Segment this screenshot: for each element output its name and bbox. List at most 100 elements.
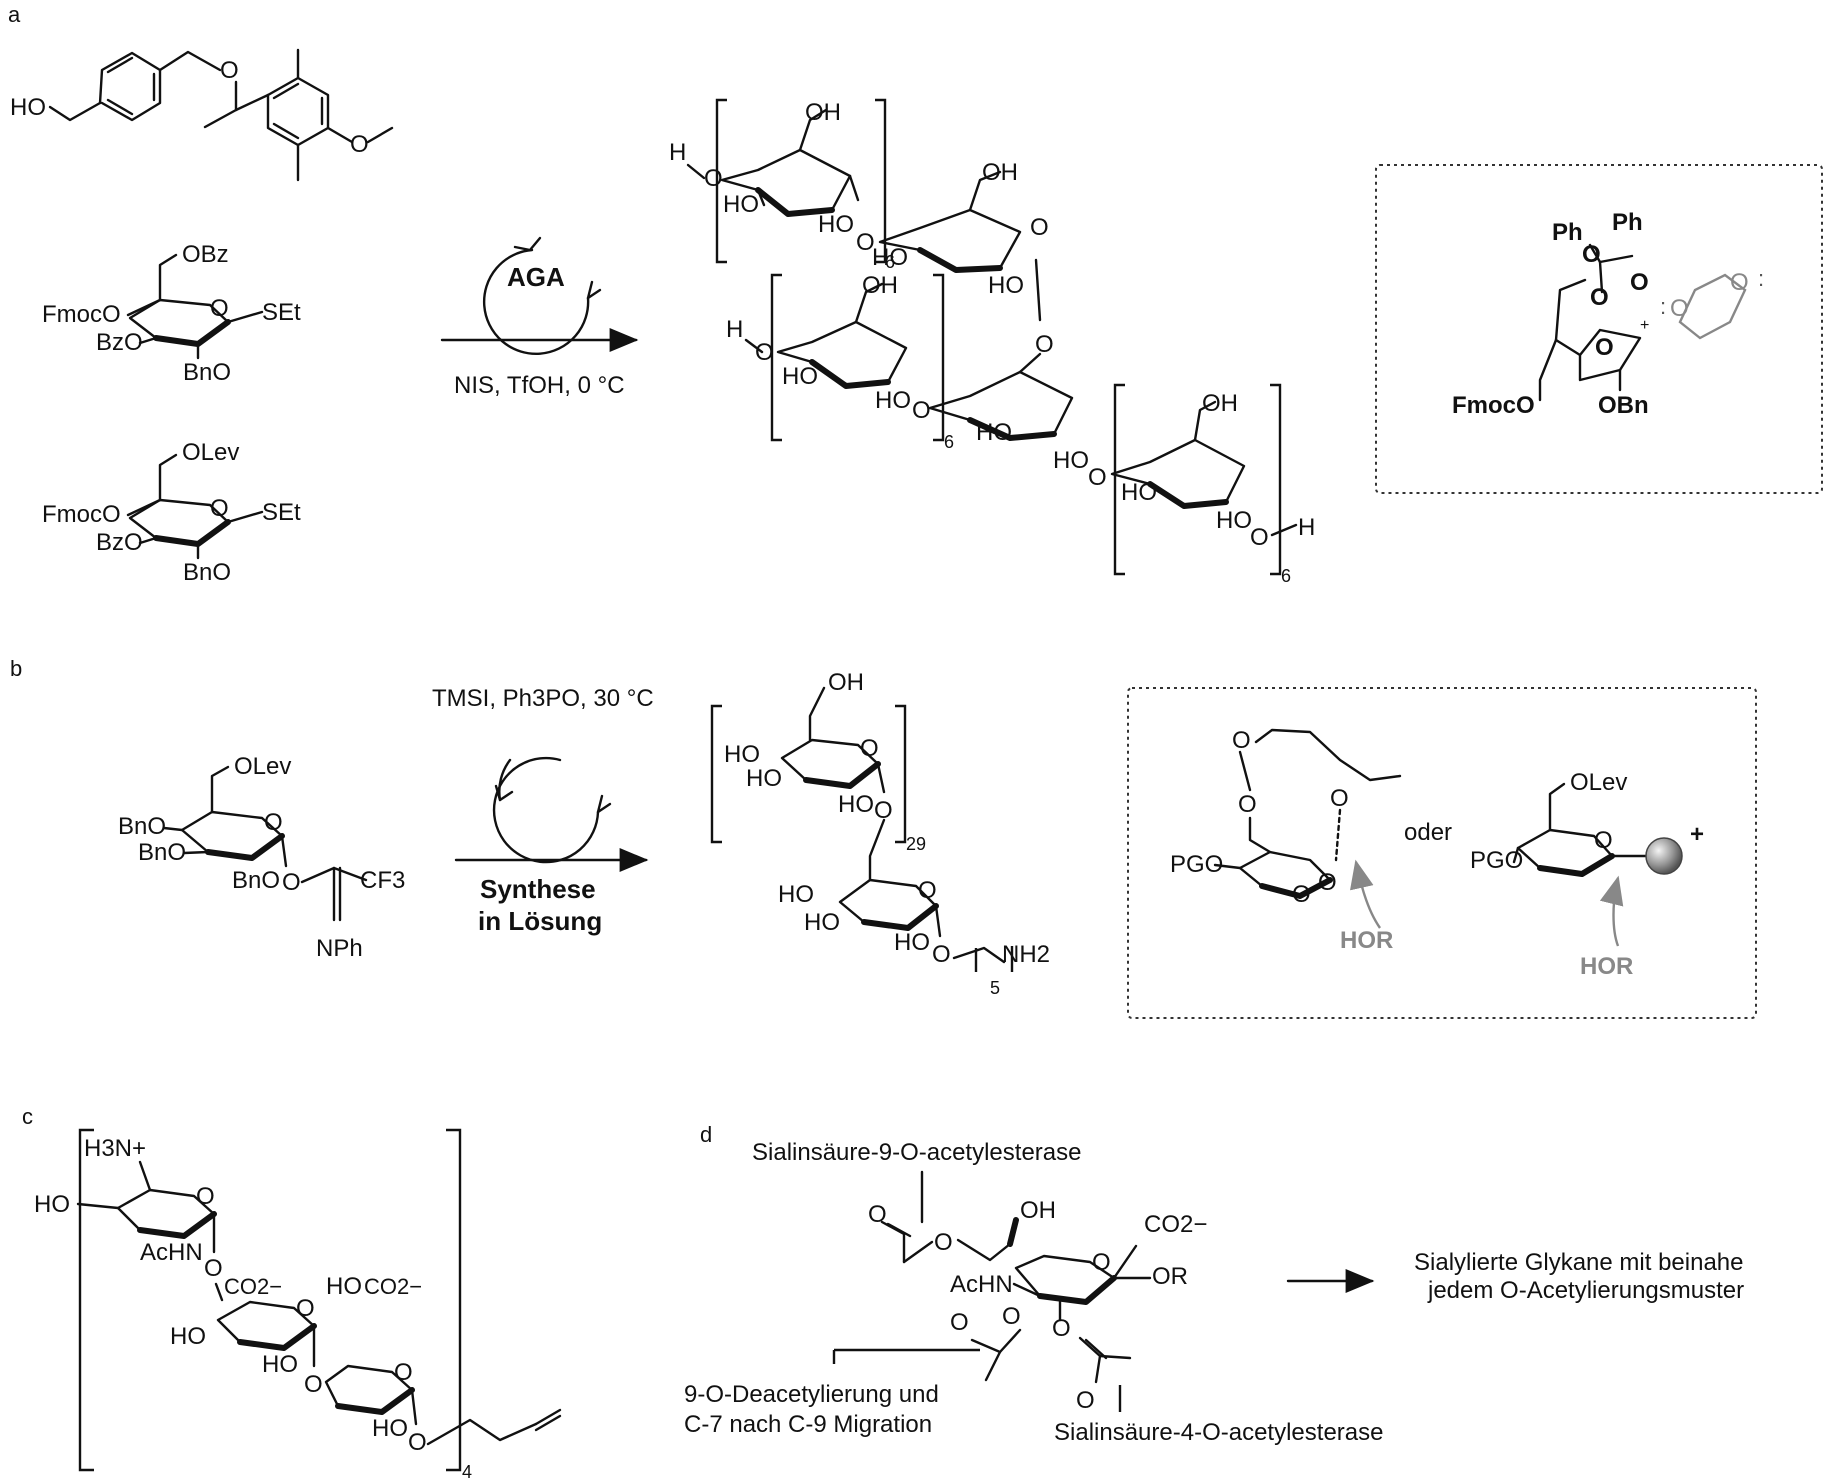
svg-text:HO: HO <box>10 94 46 121</box>
svg-text:BzO: BzO <box>96 329 143 356</box>
svg-text:HO: HO <box>326 1273 362 1300</box>
migration-text-1: 9-O-Deacetylierung und <box>684 1381 939 1408</box>
svg-text:O: O <box>932 941 951 968</box>
svg-text:HOR: HOR <box>1580 953 1633 980</box>
svg-text:O: O <box>934 1229 953 1256</box>
svg-text:BnO: BnO <box>118 813 166 840</box>
svg-text:6: 6 <box>1281 566 1291 586</box>
result-text-1: Sialylierte Glykane mit beinahe <box>1414 1249 1744 1276</box>
svg-text:O: O <box>296 1295 315 1322</box>
svg-text:HO: HO <box>838 791 874 818</box>
svg-text:O: O <box>282 869 301 896</box>
svg-text:O: O <box>1594 827 1613 854</box>
svg-text:OR: OR <box>1152 1263 1188 1290</box>
svg-text:O: O <box>204 1255 223 1282</box>
svg-text:O: O <box>755 339 774 366</box>
enzyme-4-o-label: Sialinsäure-4-O-acetylesterase <box>1054 1419 1383 1446</box>
svg-text:O: O <box>264 809 283 836</box>
svg-text:OLev: OLev <box>234 753 291 780</box>
svg-text:SEt: SEt <box>262 299 301 326</box>
acetylated-sialic-acid: O O OH O CO2− OR AcHN O O O O <box>868 1170 1207 1414</box>
svg-text:CF3: CF3 <box>360 867 405 894</box>
svg-text:O: O <box>1250 524 1269 551</box>
svg-text:O: O <box>918 877 937 904</box>
svg-text:O: O <box>1590 284 1609 311</box>
svg-text:HO: HO <box>1053 447 1089 474</box>
svg-text:O: O <box>856 229 875 256</box>
svg-text:BnO: BnO <box>183 359 231 386</box>
svg-text:O: O <box>1330 785 1349 812</box>
svg-text:FmocO: FmocO <box>42 301 121 328</box>
svg-text:HO: HO <box>818 211 854 238</box>
svg-text:O: O <box>1232 727 1251 754</box>
inset-box-b <box>1127 687 1757 1019</box>
svg-text:CO2−: CO2− <box>224 1274 282 1299</box>
svg-text:H: H <box>726 316 743 343</box>
svg-text:O: O <box>1238 791 1257 818</box>
svg-text:HO: HO <box>875 387 911 414</box>
svg-text:O: O <box>1092 1249 1111 1276</box>
svg-text:BzO: BzO <box>96 529 143 556</box>
svg-text:O: O <box>1595 334 1614 361</box>
svg-text:CO2−: CO2− <box>364 1274 422 1299</box>
svg-text:4: 4 <box>462 1462 472 1482</box>
svg-text:HOR: HOR <box>1340 927 1393 954</box>
svg-text:HO: HO <box>988 272 1024 299</box>
svg-text:NPh: NPh <box>316 935 363 962</box>
svg-text:Ph: Ph <box>1552 219 1583 246</box>
svg-text:O: O <box>1730 269 1749 296</box>
svg-text:O: O <box>196 1183 215 1210</box>
svg-text:HO: HO <box>976 419 1012 446</box>
aga-reaction-arrow: AGA NIS, TfOH, 0 °C <box>440 236 639 399</box>
svg-text:AcHN: AcHN <box>950 1271 1013 1298</box>
svg-text:HO: HO <box>34 1191 70 1218</box>
inset-box-a <box>1375 164 1823 494</box>
svg-text:H3N+: H3N+ <box>84 1135 146 1162</box>
svg-text:HO: HO <box>782 363 818 390</box>
svg-text:O: O <box>1318 869 1337 896</box>
svg-text:oder: oder <box>1404 819 1452 846</box>
svg-text:FmocO: FmocO <box>1452 392 1535 419</box>
svg-text:OH: OH <box>1020 1197 1056 1224</box>
svg-text:Ph: Ph <box>1612 209 1643 236</box>
svg-text:OBz: OBz <box>182 241 229 268</box>
svg-text:HO: HO <box>724 741 760 768</box>
svg-text:O: O <box>1076 1387 1095 1414</box>
svg-text:HO: HO <box>170 1323 206 1350</box>
dioxolenium-intermediate: Ph Ph O O O O + FmocO OBn O O : : <box>1452 209 1764 419</box>
levulinoyl-participation-intermediates: O O O O O PGO HOR oder OLev O PGO + HOR <box>1170 727 1704 980</box>
svg-text:OH: OH <box>805 99 841 126</box>
svg-text:O: O <box>1582 241 1601 268</box>
svg-text:O: O <box>210 295 229 322</box>
svg-text:O: O <box>408 1429 427 1456</box>
svg-text:HO: HO <box>1216 507 1252 534</box>
svg-text:O: O <box>1002 1303 1021 1330</box>
panel-a-label: a <box>8 2 21 27</box>
svg-text:HO: HO <box>1121 479 1157 506</box>
glycosyl-imidate-donor: OLev O BnO BnO BnO O CF3 NPh <box>118 753 405 962</box>
svg-text:+: + <box>1690 821 1704 848</box>
svg-text:O: O <box>1088 464 1107 491</box>
svg-text:O: O <box>1052 1315 1071 1342</box>
photolabile-linker-structure: HO O O <box>10 48 394 182</box>
svg-text:O: O <box>874 797 893 824</box>
svg-text:OLev: OLev <box>1570 769 1627 796</box>
migration-text-2: C-7 nach C-9 Migration <box>684 1411 932 1438</box>
svg-text:HO: HO <box>804 909 840 936</box>
svg-text:AGA: AGA <box>507 262 565 292</box>
branched-glucan-product: H O OH HO HO O 6 O OH HO HO O H O OH HO … <box>669 98 1315 586</box>
svg-text:OBn: OBn <box>1598 392 1649 419</box>
svg-text:O: O <box>220 57 239 84</box>
svg-text:O: O <box>912 397 931 424</box>
svg-text:OH: OH <box>982 159 1018 186</box>
panel-c-label: c <box>22 1104 33 1129</box>
svg-text:AcHN: AcHN <box>140 1239 203 1266</box>
svg-text:BnO: BnO <box>138 839 186 866</box>
svg-text:6: 6 <box>944 432 954 452</box>
svg-text:in Lösung: in Lösung <box>478 906 602 936</box>
svg-text:OH: OH <box>828 669 864 696</box>
svg-text:OLev: OLev <box>182 439 239 466</box>
svg-text:SEt: SEt <box>262 499 301 526</box>
enzyme-9-o-label: Sialinsäure-9-O-acetylesterase <box>752 1139 1081 1166</box>
